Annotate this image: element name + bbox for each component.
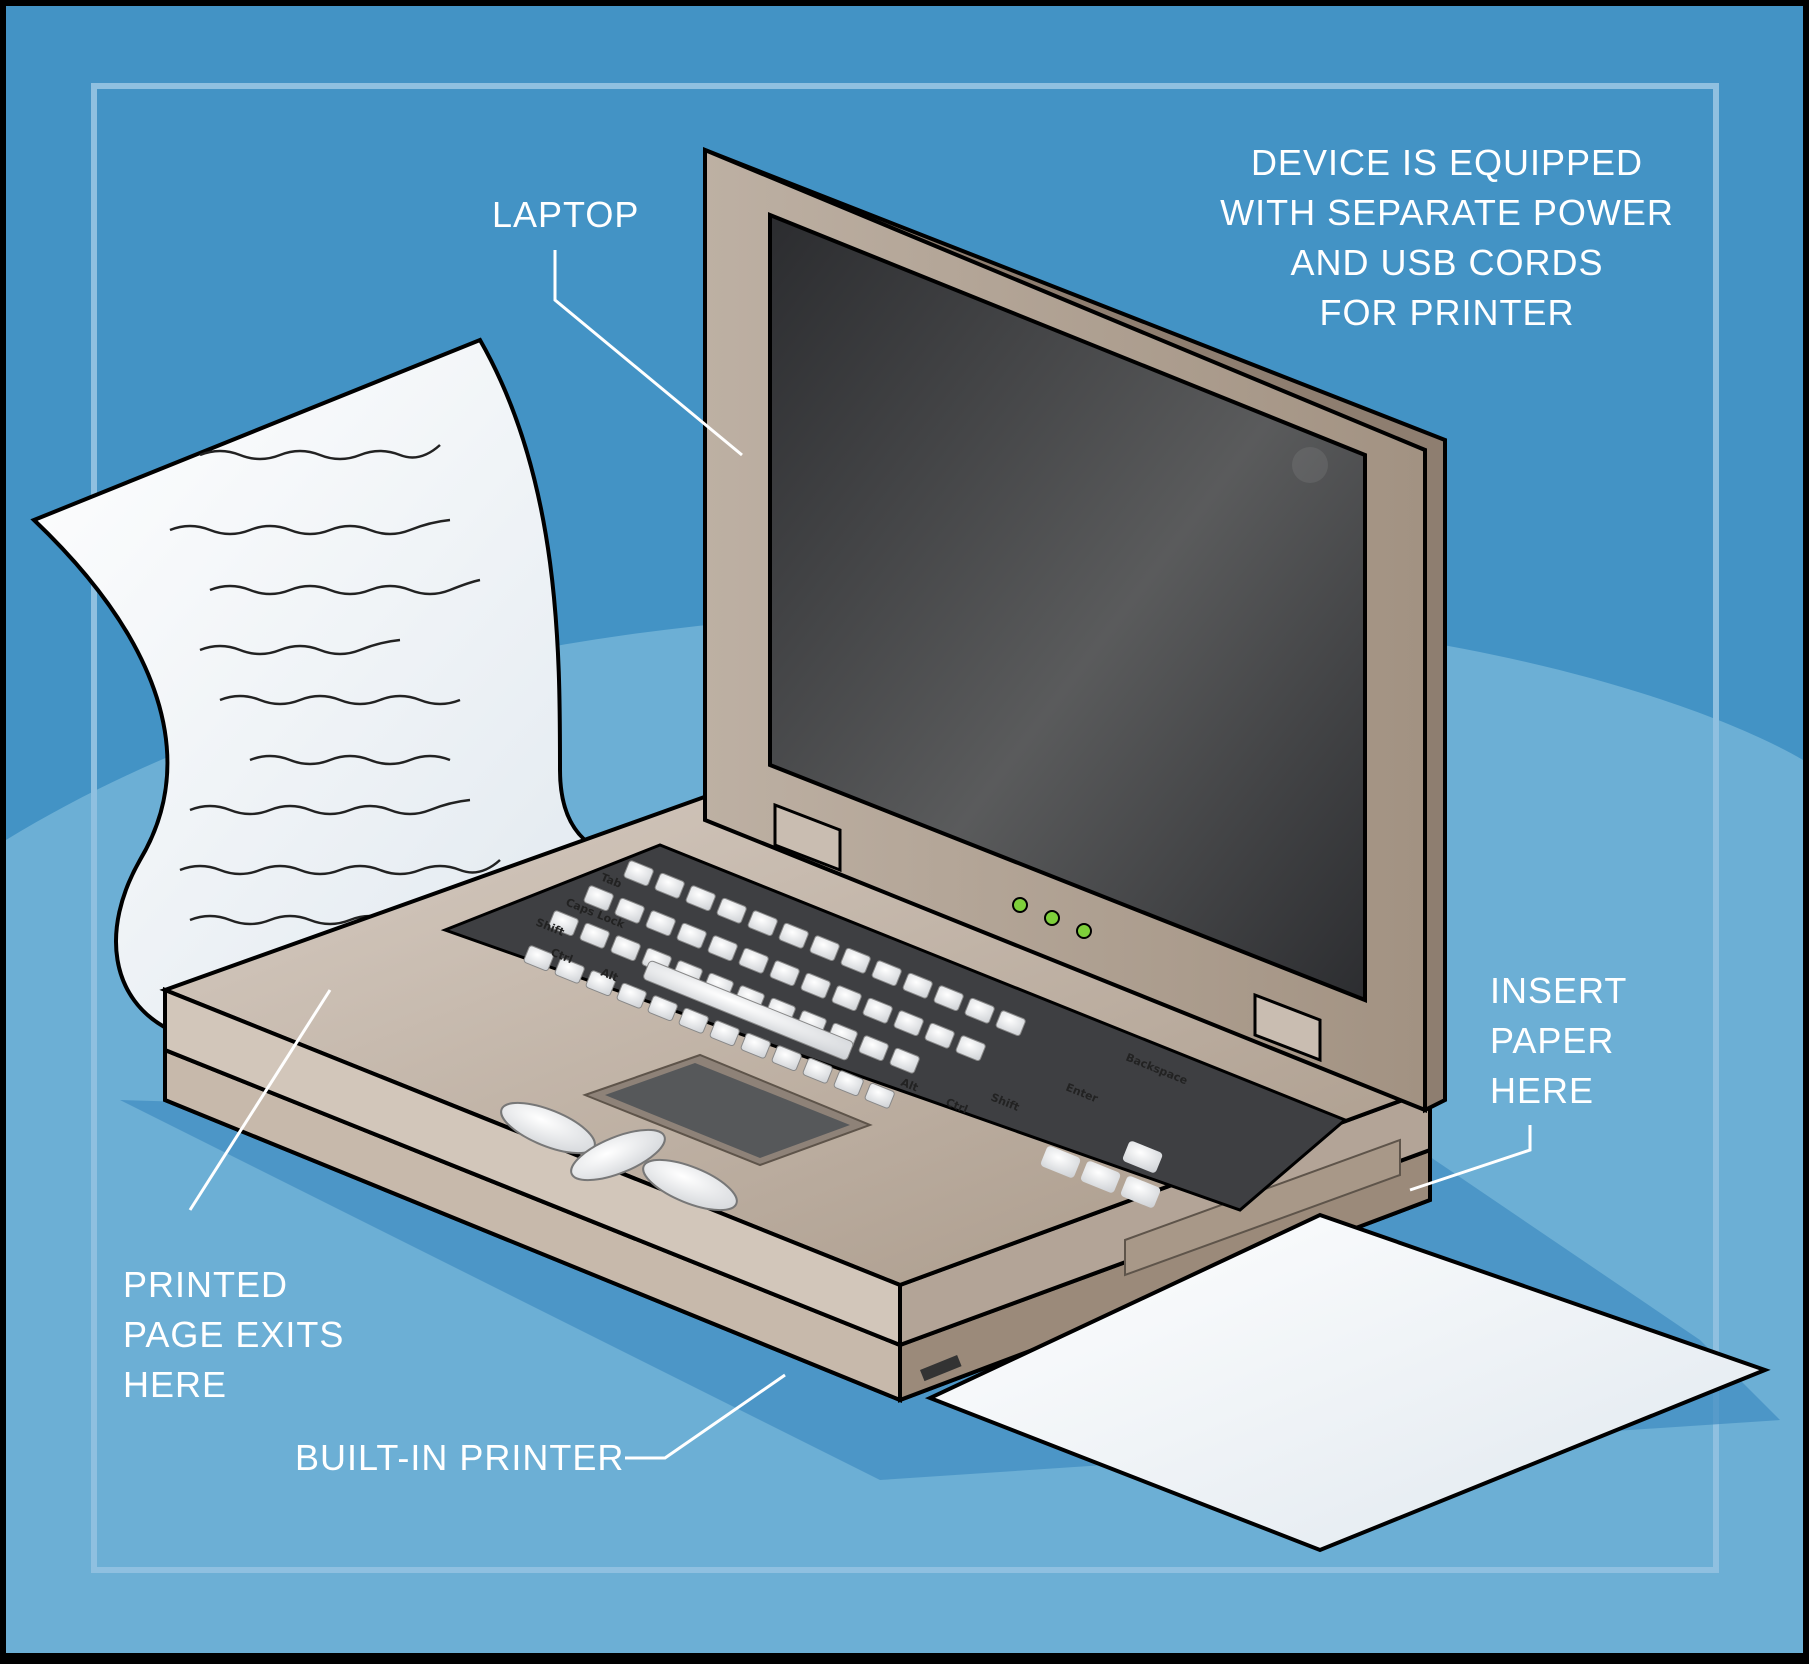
- keyboard-key: [809, 935, 840, 962]
- svg-text:FOR PRINTER: FOR PRINTER: [1319, 292, 1574, 333]
- keyboard-key: [738, 947, 769, 974]
- keyboard-key: [833, 1070, 864, 1097]
- keyboard-key: [802, 1057, 833, 1084]
- label-built-in-printer: BUILT-IN PRINTER: [295, 1437, 624, 1478]
- label-insert-paper: INSERT PAPER HERE: [1490, 970, 1627, 1111]
- keyboard-key: [585, 970, 616, 997]
- keyboard-key: [583, 885, 614, 912]
- keyboard-key: [678, 1007, 709, 1034]
- touchpad: [582, 1053, 873, 1167]
- svg-text:HERE: HERE: [123, 1364, 227, 1405]
- keyboard-key: [871, 960, 902, 987]
- keyboard-key: [800, 972, 831, 999]
- svg-text:AND USB CORDS: AND USB CORDS: [1290, 242, 1603, 283]
- keyboard-key: [676, 922, 707, 949]
- touchpad-buttons: [500, 1101, 738, 1212]
- label-printed-page: PRINTED PAGE EXITS HERE: [123, 1264, 344, 1405]
- keyboard-key: [747, 910, 778, 937]
- keyboard-key: [858, 1035, 889, 1062]
- svg-text:DEVICE IS EQUIPPED: DEVICE IS EQUIPPED: [1251, 142, 1643, 183]
- hinge-left: [773, 802, 842, 873]
- svg-text:HERE: HERE: [1490, 1070, 1594, 1111]
- keyboard-key: [771, 1045, 802, 1072]
- keyboard-key: [707, 935, 738, 962]
- keyboard-key: [610, 935, 641, 962]
- svg-text:INSERT: INSERT: [1490, 970, 1627, 1011]
- keyboard-key: [548, 910, 579, 937]
- keyboard-key: [645, 910, 676, 937]
- keyboard-key: [647, 995, 678, 1022]
- label-device-note: DEVICE IS EQUIPPED WITH SEPARATE POWER A…: [1220, 142, 1674, 333]
- keyboard-key: [924, 1022, 955, 1049]
- keyboard-key: [995, 1010, 1026, 1037]
- keyboard-key: [614, 897, 645, 924]
- hinge-right: [1253, 992, 1322, 1063]
- keyboard-key: [933, 985, 964, 1012]
- keyboard-key: [654, 872, 685, 899]
- key-label-alt-right: Alt: [899, 1076, 920, 1095]
- keyboard-key: [709, 1020, 740, 1047]
- keyboard-key: [685, 885, 716, 912]
- laptop-screen: [768, 212, 1367, 1003]
- status-led-3: [1076, 923, 1092, 939]
- insert-paper-sheet: [924, 1212, 1771, 1553]
- keyboard-key: [523, 945, 554, 972]
- keyboard-key: [769, 960, 800, 987]
- keyboard-key: [778, 922, 809, 949]
- svg-text:PAGE EXITS: PAGE EXITS: [123, 1314, 344, 1355]
- status-led-1: [1012, 897, 1028, 913]
- keyboard-key: [864, 1082, 895, 1109]
- svg-text:WITH SEPARATE POWER: WITH SEPARATE POWER: [1220, 192, 1674, 233]
- keyboard-key: [831, 985, 862, 1012]
- keyboard-key: [902, 972, 933, 999]
- leader-lines: [188, 250, 1532, 1460]
- keyboard-key: [862, 997, 893, 1024]
- keyboard-key: [955, 1035, 986, 1062]
- inner-frame: [91, 83, 1719, 1573]
- arrow-keys: [1040, 1141, 1163, 1208]
- keyboard-key: [616, 982, 647, 1009]
- keyboard-key: [893, 1010, 924, 1037]
- status-led-2: [1044, 910, 1060, 926]
- keyboard-key: [964, 997, 995, 1024]
- keyboard-key: [889, 1047, 920, 1074]
- label-laptop: LAPTOP: [492, 194, 639, 235]
- svg-text:PAPER: PAPER: [1490, 1020, 1614, 1061]
- space-bar: [643, 960, 854, 1061]
- keyboard-key: [716, 897, 747, 924]
- key-label-alt-left: Alt: [599, 966, 620, 985]
- keyboard-key: [740, 1032, 771, 1059]
- keyboard-key: [623, 860, 654, 887]
- svg-text:PRINTED: PRINTED: [123, 1264, 288, 1305]
- keyboard-key: [840, 947, 871, 974]
- keyboard-key: [554, 957, 585, 984]
- keyboard-key: [579, 922, 610, 949]
- laptop-lid: [703, 147, 1447, 1114]
